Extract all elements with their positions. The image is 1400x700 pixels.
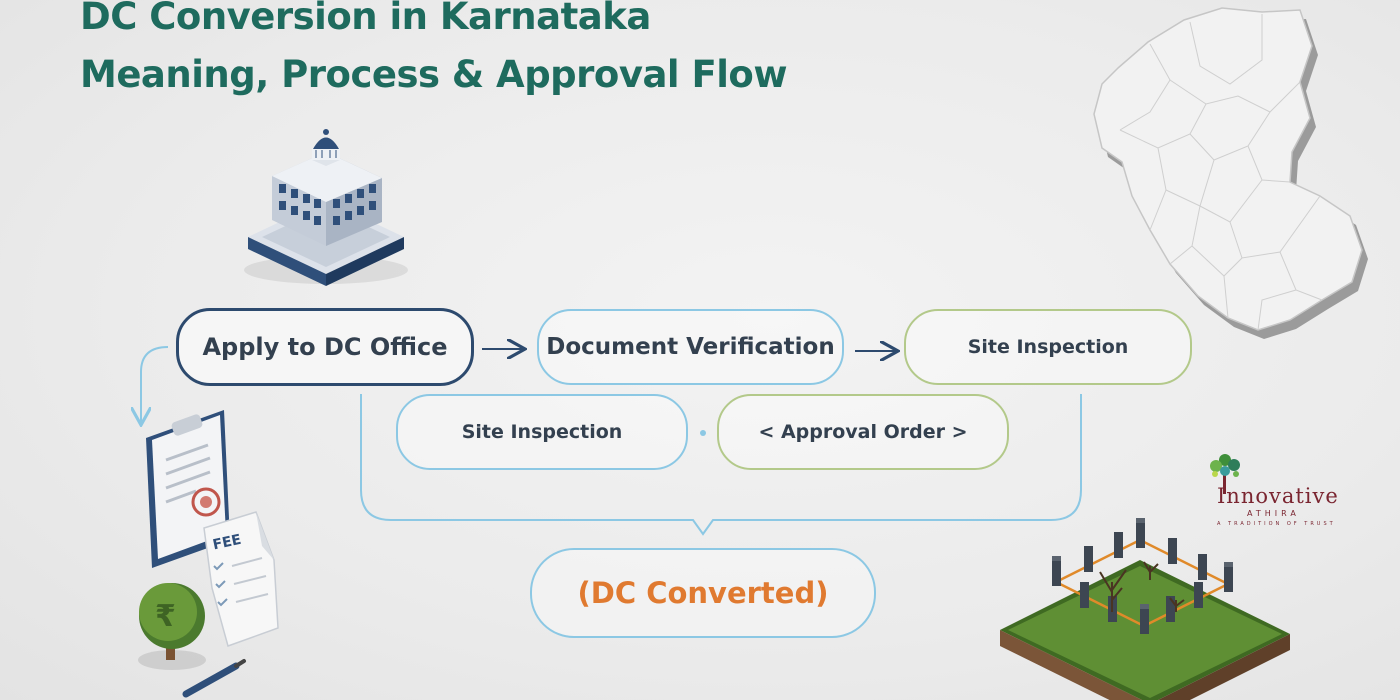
step-site-inspection-bottom-label: Site Inspection <box>461 421 623 443</box>
title-line-2: Meaning, Process & Approval Flow <box>80 53 788 96</box>
step-dc-converted: (DC Converted) <box>530 548 876 638</box>
step-document-verification: Document Verification <box>537 309 844 385</box>
step-approval-order-label: < Approval Order > <box>758 421 968 443</box>
step-site-inspection-top: Site Inspection <box>904 309 1192 385</box>
title-line-1: DC Conversion in Karnataka <box>80 0 651 38</box>
step-document-verification-label: Document Verification <box>546 334 835 360</box>
logo-sub: ATHIRA <box>1247 509 1300 518</box>
logo-tree-icon <box>1210 454 1240 494</box>
step-apply-label: Apply to DC Office <box>202 333 448 361</box>
step-site-inspection-bottom: Site Inspection <box>396 394 688 470</box>
logo-tagline: A TRADITION OF TRUST <box>1217 521 1336 527</box>
arrow-left-branch <box>141 346 169 423</box>
step-approval-order: < Approval Order > <box>717 394 1009 470</box>
step-apply-dc-office: Apply to DC Office <box>176 308 474 386</box>
step-site-inspection-top-label: Site Inspection <box>967 336 1129 358</box>
innovative-athira-logo: Innovative ATHIRA A TRADITION OF TRUST <box>1205 450 1370 535</box>
connector-dot <box>700 430 706 436</box>
logo-name: Innovative <box>1217 484 1339 508</box>
merge-bracket <box>360 394 1082 536</box>
page-title: DC Conversion in Karnataka Meaning, Proc… <box>80 0 788 104</box>
step-dc-converted-label: (DC Converted) <box>577 576 829 610</box>
